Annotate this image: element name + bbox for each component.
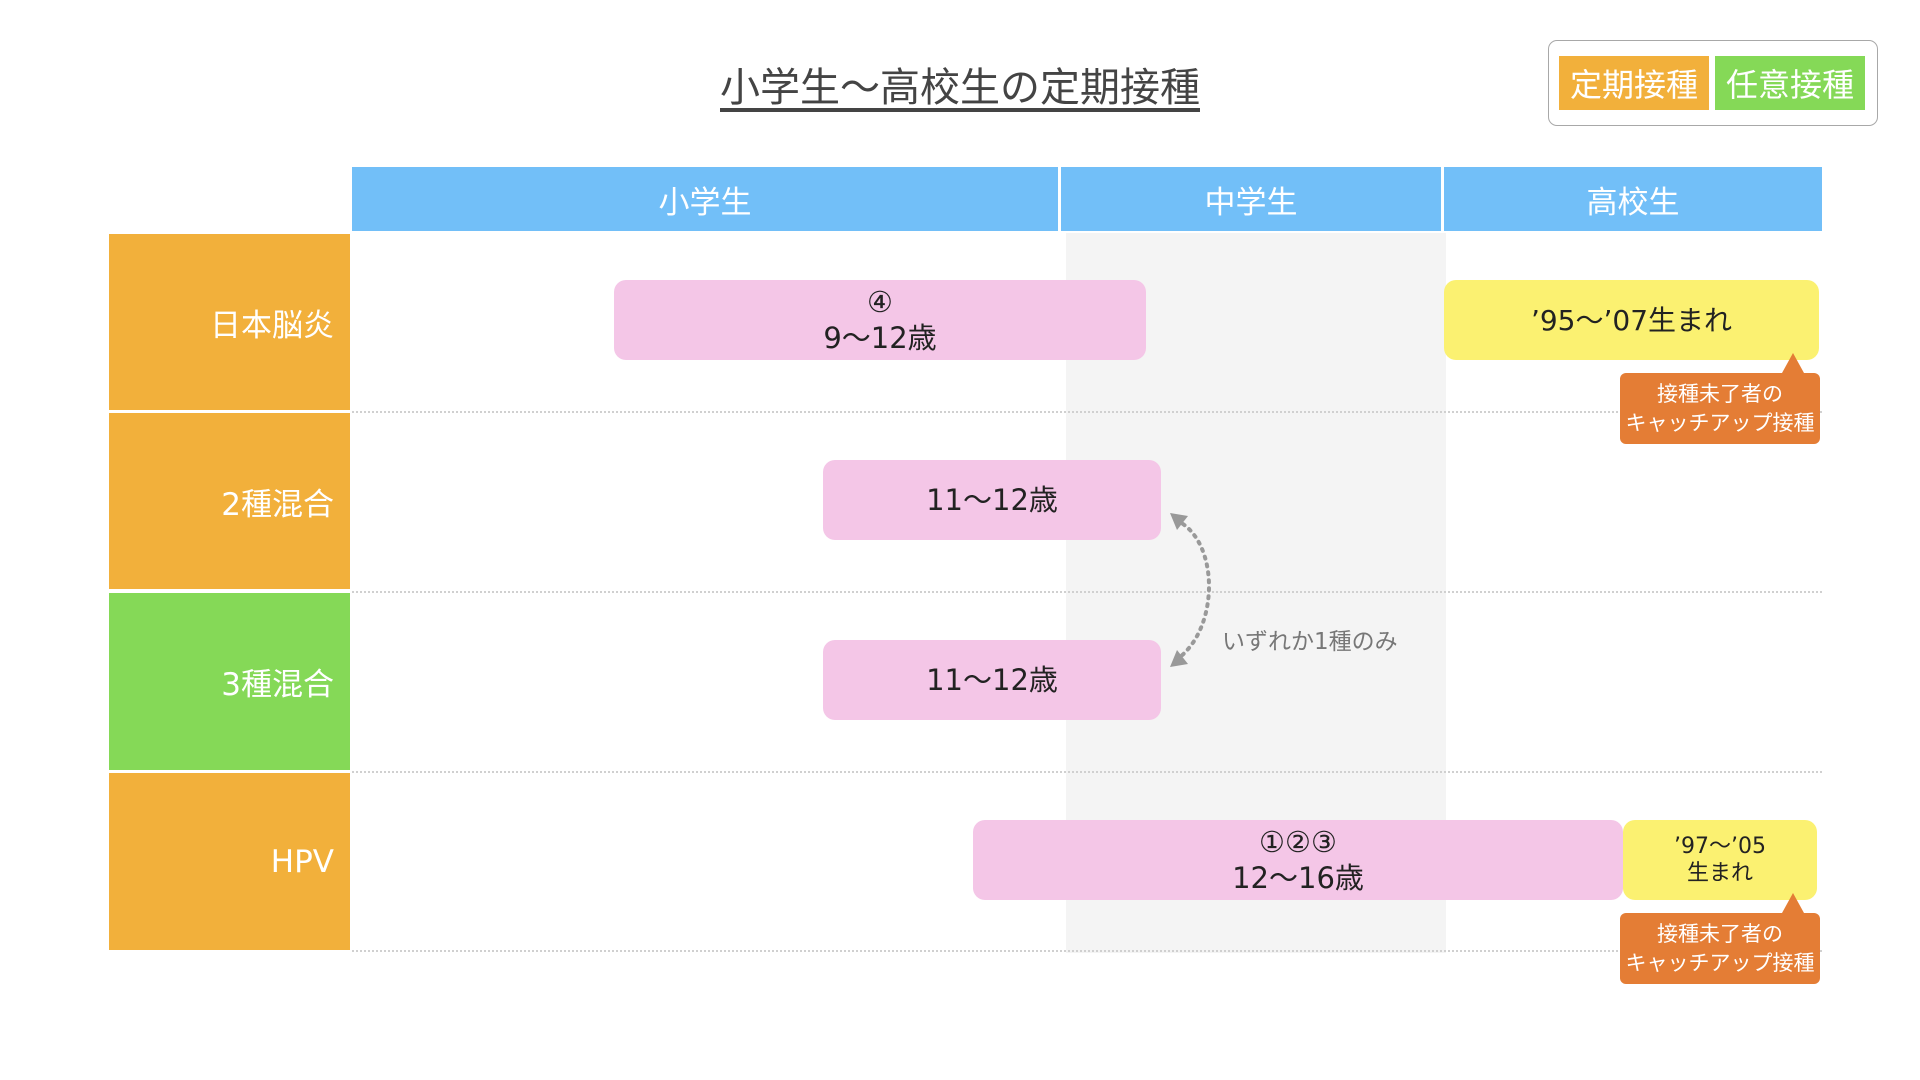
row-separator [352, 591, 1822, 593]
je-schedule-bar: ④ 9〜12歳 [614, 280, 1146, 360]
row-separator [352, 950, 1822, 952]
hpv-note-line2: キャッチアップ接種 [1625, 950, 1815, 975]
hpv-age-range: 12〜16歳 [1232, 861, 1364, 895]
legend-optional: 任意接種 [1715, 56, 1865, 110]
dt-age-range: 11〜12歳 [926, 482, 1058, 517]
hpv-catchup-bar: ’97〜’05 生まれ [1623, 820, 1817, 900]
je-note-line2: キャッチアップ接種 [1625, 410, 1815, 435]
hpv-note-line1: 接種未了者の [1657, 922, 1783, 947]
either-one-note: いずれか1種のみ [1222, 629, 1398, 655]
column-header-high-school: 高校生 [1444, 167, 1822, 231]
legend: 定期接種 任意接種 [1548, 40, 1878, 126]
hpv-catchup-born: 生まれ [1686, 861, 1753, 886]
hpv-dose-numbers: ①②③ [1259, 824, 1337, 859]
tdap-schedule-bar: 11〜12歳 [823, 640, 1161, 720]
je-note-pointer [1782, 353, 1804, 373]
je-catchup-text: ’95〜’07生まれ [1530, 303, 1733, 337]
hpv-note-pointer [1782, 893, 1804, 913]
row-separator [352, 771, 1822, 773]
je-catchup-bar: ’95〜’07生まれ [1444, 280, 1819, 360]
column-header-elementary: 小学生 [352, 167, 1058, 231]
column-header-junior-high: 中学生 [1061, 167, 1441, 231]
row-label-dt: 2種混合 [109, 413, 350, 589]
hpv-schedule-bar: ①②③ 12〜16歳 [973, 820, 1623, 900]
hpv-catchup-years: ’97〜’05 [1674, 833, 1766, 859]
page-title: 小学生〜高校生の定期接種 [720, 65, 1200, 111]
dt-schedule-bar: 11〜12歳 [823, 460, 1161, 540]
je-age-range: 9〜12歳 [823, 321, 937, 355]
tdap-age-range: 11〜12歳 [926, 662, 1058, 697]
row-separator [352, 411, 1822, 413]
je-note-line1: 接種未了者の [1657, 382, 1783, 407]
je-dose-number: ④ [867, 284, 893, 319]
row-label-hpv: HPV [109, 773, 350, 950]
row-label-tdap: 3種混合 [109, 593, 350, 770]
either-one-arrow-icon [1170, 513, 1211, 667]
legend-regular: 定期接種 [1559, 56, 1709, 110]
hpv-catchup-note: 接種未了者の キャッチアップ接種 [1620, 913, 1820, 984]
je-catchup-note: 接種未了者の キャッチアップ接種 [1620, 373, 1820, 444]
row-label-japanese-encephalitis: 日本脳炎 [109, 234, 350, 410]
